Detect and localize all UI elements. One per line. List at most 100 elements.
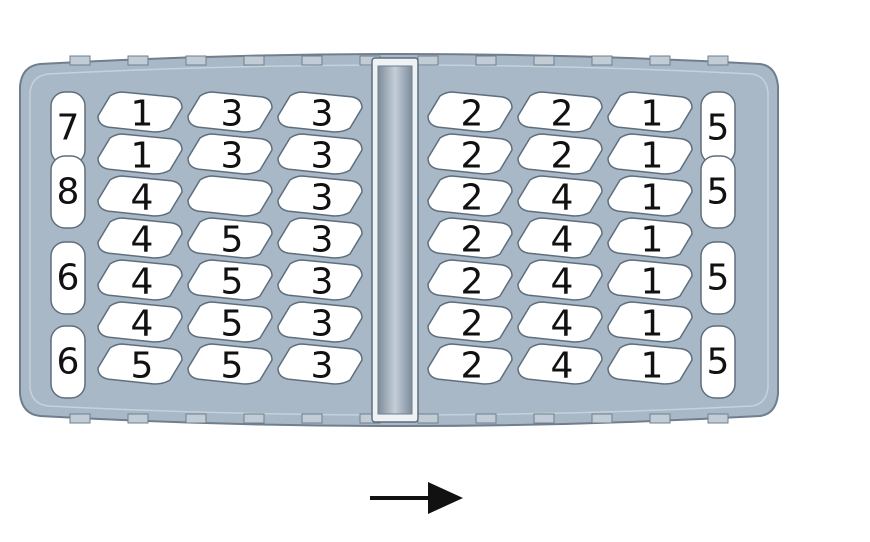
fuse-slot-label: 4 <box>131 262 154 303</box>
fuse-slot-outline <box>277 175 363 217</box>
fuse-slot-label: 2 <box>461 94 484 135</box>
rim-notch <box>243 55 265 66</box>
fuse-slot-outline <box>607 343 693 385</box>
fuse-slot: 4 <box>517 217 603 261</box>
end-slot-outline <box>700 155 736 229</box>
fuse-slot: 1 <box>607 175 693 219</box>
end-slot-outline <box>700 325 736 399</box>
end-slot-outline <box>50 155 86 229</box>
fuse-slot-label: 3 <box>311 94 334 135</box>
end-fuse-slot: 7 <box>50 91 86 165</box>
rim-notch <box>591 413 613 424</box>
fuse-slot-label: 2 <box>461 178 484 219</box>
rim-notch <box>707 55 729 66</box>
fuse-slot: 1 <box>607 91 693 135</box>
fuse-slot: 2 <box>427 133 513 177</box>
end-slot-label: 7 <box>57 108 80 149</box>
fuse-slot: 1 <box>607 343 693 387</box>
fuse-slot-label: 3 <box>311 262 334 303</box>
fuse-slot-outline <box>187 301 273 343</box>
fuse-slot-outline <box>517 343 603 385</box>
fuse-slot-outline <box>517 175 603 217</box>
fuse-slot: 3 <box>277 175 363 219</box>
rim-notch <box>475 55 497 66</box>
fuse-slot-label: 2 <box>461 136 484 177</box>
end-fuse-slot: 5 <box>700 91 736 165</box>
fuse-slot-outline <box>427 343 513 385</box>
end-fuse-slot: 6 <box>50 325 86 399</box>
end-fuse-slot: 5 <box>700 325 736 399</box>
fuse-slot-label: 2 <box>461 262 484 303</box>
fuse-slot: 2 <box>427 259 513 303</box>
fuse-slot-label: 1 <box>641 178 664 219</box>
fuse-slot: 2 <box>427 217 513 261</box>
end-fuse-slot: 5 <box>700 155 736 229</box>
fuse-slot-label: 5 <box>221 220 244 261</box>
fuse-slot-outline <box>187 175 273 217</box>
end-slot-label: 6 <box>57 258 80 299</box>
fuse-slot: 2 <box>427 301 513 345</box>
fuse-slot-outline <box>517 91 603 133</box>
fuse-slot-outline <box>427 259 513 301</box>
fuse-slot: 4 <box>97 301 183 345</box>
fuse-slot: 4 <box>517 343 603 387</box>
end-slot-label: 6 <box>57 342 80 383</box>
end-slot-outline <box>700 241 736 315</box>
rim-notch <box>69 413 91 424</box>
fuse-slot: 3 <box>277 259 363 303</box>
fuse-slot-outline <box>187 343 273 385</box>
right-end-slots: 5 5 5 5 <box>700 91 736 399</box>
fuse-slot: 3 <box>187 133 273 177</box>
fuse-slot-label: 3 <box>311 304 334 345</box>
fuse-slot-outline <box>187 91 273 133</box>
fuse-slot: 2 <box>517 133 603 177</box>
fuse-slot-outline <box>277 133 363 175</box>
fuse-slot: 3 <box>277 301 363 345</box>
end-slot-label: 5 <box>707 258 730 299</box>
end-slot-outline <box>50 241 86 315</box>
fuse-slot-outline <box>97 259 183 301</box>
rim-notch <box>533 413 555 424</box>
fuse-slot-outline <box>607 91 693 133</box>
end-slot-label: 5 <box>707 172 730 213</box>
fuse-slot-outline <box>97 175 183 217</box>
rim-notch <box>533 55 555 66</box>
fuse-slot: 2 <box>427 175 513 219</box>
fuse-slot: 3 <box>277 91 363 135</box>
fuse-slot-outline <box>607 217 693 259</box>
fuse-slot-label: 2 <box>461 346 484 387</box>
fuse-slot-label: 5 <box>221 262 244 303</box>
rim-notch <box>649 55 671 66</box>
fuse-slot-label: 5 <box>221 346 244 387</box>
fuse-slot-outline <box>427 91 513 133</box>
fuse-slot-label: 2 <box>551 136 574 177</box>
rim-notch <box>127 413 149 424</box>
fuse-slot-label: 4 <box>551 220 574 261</box>
fuse-slot: 2 <box>427 91 513 135</box>
fuse-slot-label: 3 <box>311 346 334 387</box>
fuse-slot: 5 <box>97 343 183 387</box>
center-divider <box>371 57 419 423</box>
fuse-slot-outline <box>277 301 363 343</box>
fuse-slot-label: 1 <box>641 304 664 345</box>
fuse-slot-outline <box>97 91 183 133</box>
fuse-slot-label: 5 <box>221 304 244 345</box>
fuse-slot-label: 3 <box>311 136 334 177</box>
fuse-slot-outline <box>187 217 273 259</box>
rim-notch <box>301 55 323 66</box>
fuse-slot-label: 4 <box>551 178 574 219</box>
fuse-slot-label: 4 <box>551 304 574 345</box>
fuse-slot-outline <box>427 133 513 175</box>
fuse-slot: 5 <box>187 259 273 303</box>
fuse-slot-label: 4 <box>551 346 574 387</box>
fuse-slot-label: 3 <box>311 178 334 219</box>
fuse-slot: 3 <box>277 133 363 177</box>
fuse-slot: 4 <box>517 259 603 303</box>
fuse-slot-label: 1 <box>131 94 154 135</box>
fuse-slot: 4 <box>97 217 183 261</box>
rim-notch <box>127 55 149 66</box>
fuse-slot: 5 <box>187 217 273 261</box>
